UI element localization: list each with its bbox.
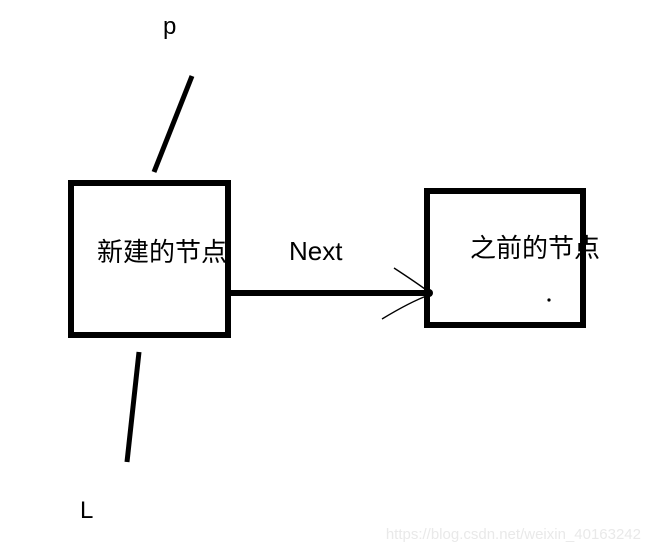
previous-node-label: 之前的节点 [470,233,601,263]
pointer-p-label: p [163,13,177,40]
pointer-l-label: L [80,497,94,524]
previous-node-box [424,188,586,328]
watermark: https://blog.csdn.net/weixin_40163242 [385,526,641,543]
next-arrowhead-lower-stroke [381,294,430,320]
next-arrow-label: Next [289,236,343,266]
new-node-label: 新建的节点 [97,237,228,267]
l-pointer-line [124,351,142,463]
p-pointer-line [151,75,195,173]
new-node-box [68,180,231,338]
